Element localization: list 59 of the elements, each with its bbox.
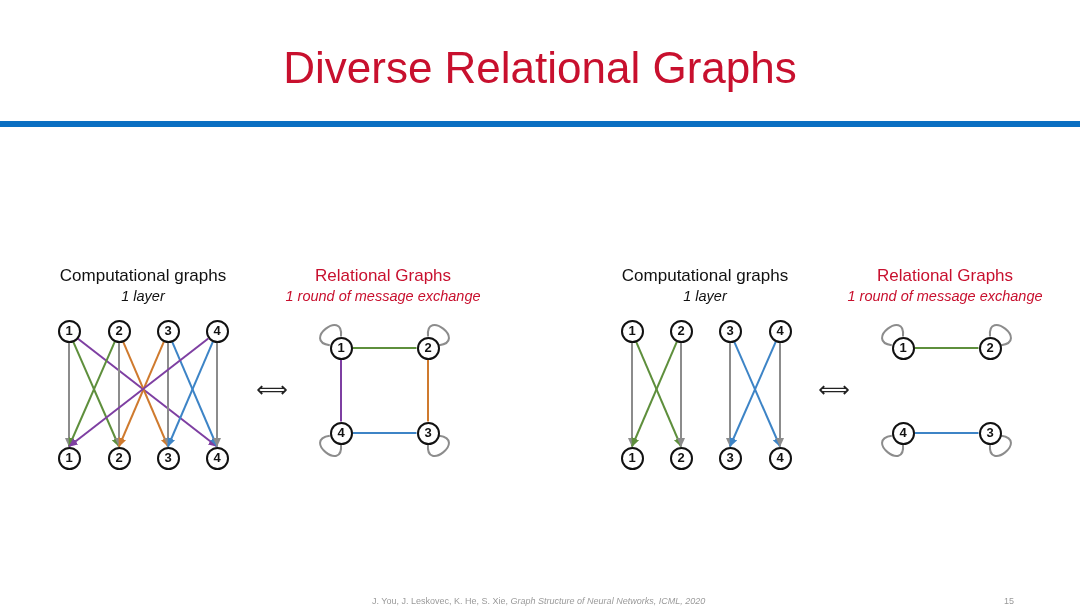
panel-subheading: 1 round of message exchange	[285, 287, 481, 305]
panel-heading: Computational graphs	[59, 266, 227, 286]
panel-subheading: 1 round of message exchange	[847, 287, 1043, 305]
arrow	[628, 341, 636, 448]
node-circle: 1	[57, 319, 81, 343]
self-loop	[427, 434, 450, 457]
self-loop	[319, 434, 342, 457]
node-circle: 1	[57, 446, 81, 470]
node-circle: 3	[718, 446, 742, 470]
arrow	[677, 341, 685, 448]
node-circle: 3	[156, 319, 180, 343]
node-circle: 4	[891, 421, 915, 445]
node-circle: 3	[416, 421, 440, 445]
self-loop	[427, 324, 450, 347]
panel-subheading: 1 layer	[121, 287, 165, 305]
equivalence-symbol: ⟺	[256, 378, 288, 402]
self-loop	[989, 434, 1012, 457]
page-number: 15	[1004, 596, 1014, 607]
arrow	[164, 341, 172, 448]
self-loop	[881, 434, 904, 457]
arrow	[213, 341, 221, 448]
node-circle: 2	[978, 336, 1002, 360]
node-circle: 3	[978, 421, 1002, 445]
connector-line	[340, 358, 342, 423]
node-circle: 4	[205, 446, 229, 470]
connector-line	[351, 347, 418, 349]
node-circle: 2	[669, 319, 693, 343]
node-circle: 1	[620, 446, 644, 470]
node-circle: 4	[205, 319, 229, 343]
self-loop	[319, 324, 342, 347]
node-circle: 3	[718, 319, 742, 343]
citation: J. You, J. Leskovec, K. He, S. Xie, Graph Structure of Neural Networks, ICML, 2020	[372, 596, 706, 607]
arrow	[776, 341, 784, 448]
node-circle: 4	[768, 319, 792, 343]
arrow	[726, 341, 734, 448]
connector-line	[427, 358, 429, 423]
panel-heading: Relational Graphs	[314, 266, 452, 286]
self-loop	[989, 324, 1012, 347]
node-circle: 1	[329, 336, 353, 360]
node-circle: 2	[107, 446, 131, 470]
connector-line	[913, 347, 980, 349]
node-circle: 2	[669, 446, 693, 470]
node-circle: 4	[768, 446, 792, 470]
connector-line	[351, 432, 418, 434]
node-circle: 2	[416, 336, 440, 360]
slide-title: Diverse Relational Graphs	[283, 42, 797, 94]
equivalence-symbol: ⟺	[818, 378, 850, 402]
node-circle: 4	[329, 421, 353, 445]
arrow	[115, 341, 123, 448]
panel-subheading: 1 layer	[683, 287, 727, 305]
node-circle: 1	[891, 336, 915, 360]
node-circle: 1	[620, 319, 644, 343]
panel-heading: Relational Graphs	[876, 266, 1014, 286]
arrow	[65, 341, 73, 448]
node-circle: 2	[107, 319, 131, 343]
panel-heading: Computational graphs	[621, 266, 789, 286]
node-circle: 3	[156, 446, 180, 470]
self-loop	[881, 324, 904, 347]
connector-line	[913, 432, 980, 434]
